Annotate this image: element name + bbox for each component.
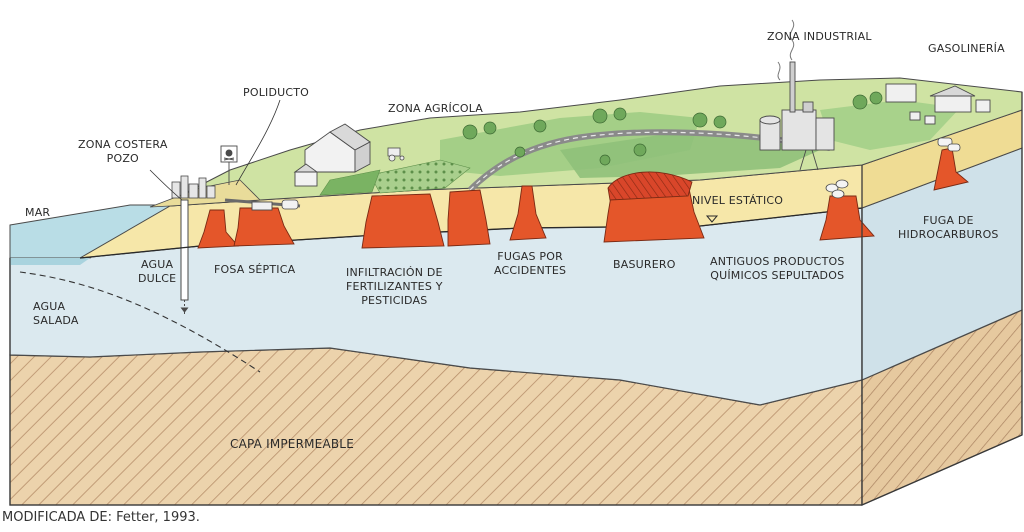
pipeline-tank [281, 199, 299, 210]
plume-septic-tank-2 [233, 207, 295, 247]
water-table-marker [705, 215, 719, 223]
plume-fertilizer-2 [447, 189, 491, 247]
gas-station [885, 83, 991, 125]
block-outline [9, 92, 1023, 506]
fuel-tanks [937, 137, 961, 152]
sea-front [10, 258, 90, 265]
plume-fertilizer-1 [361, 193, 445, 249]
grass-patch-3 [820, 100, 960, 150]
well [180, 199, 189, 316]
farmhouse [293, 123, 371, 187]
smoke [777, 19, 795, 81]
figure-caption: MODIFICADA DE: Fetter, 1993. [2, 510, 200, 525]
saltwater-interface [19, 271, 261, 373]
industrial-plant [759, 61, 835, 171]
label-zona-industrial: ZONA INDUSTRIAL [767, 30, 872, 43]
label-poliducto: POLIDUCTO [243, 86, 310, 99]
label-mar: MAR [25, 206, 51, 219]
label-nivel-estatico: NIVEL ESTÁTICO [692, 194, 784, 207]
plume-accident [509, 185, 547, 241]
road-center [469, 131, 831, 191]
plume-buried-chemicals [819, 195, 875, 241]
label-fosa-septica: FOSA SÉPTICA [214, 263, 296, 276]
grass-patch-2 [560, 132, 820, 178]
label-capa-impermeable: CAPA IMPERMEABLE [230, 437, 354, 451]
landfill-mound [607, 171, 693, 201]
crop-field-1 [369, 159, 471, 194]
crop-field-2 [319, 169, 381, 196]
buried-drums [825, 179, 849, 199]
coastal-buildings [171, 175, 216, 199]
label-pozo: POZO [106, 152, 139, 165]
label-zona-agricola: ZONA AGRÍCOLA [388, 102, 484, 115]
poliducto-leader [235, 99, 281, 186]
label-gasolineria: GASOLINERÍA [928, 42, 1005, 55]
tractor [387, 147, 405, 162]
label-basurero: BASURERO [613, 258, 676, 271]
poliducto-sign [220, 145, 238, 185]
pozo-leader [149, 169, 183, 201]
trees [462, 91, 883, 166]
